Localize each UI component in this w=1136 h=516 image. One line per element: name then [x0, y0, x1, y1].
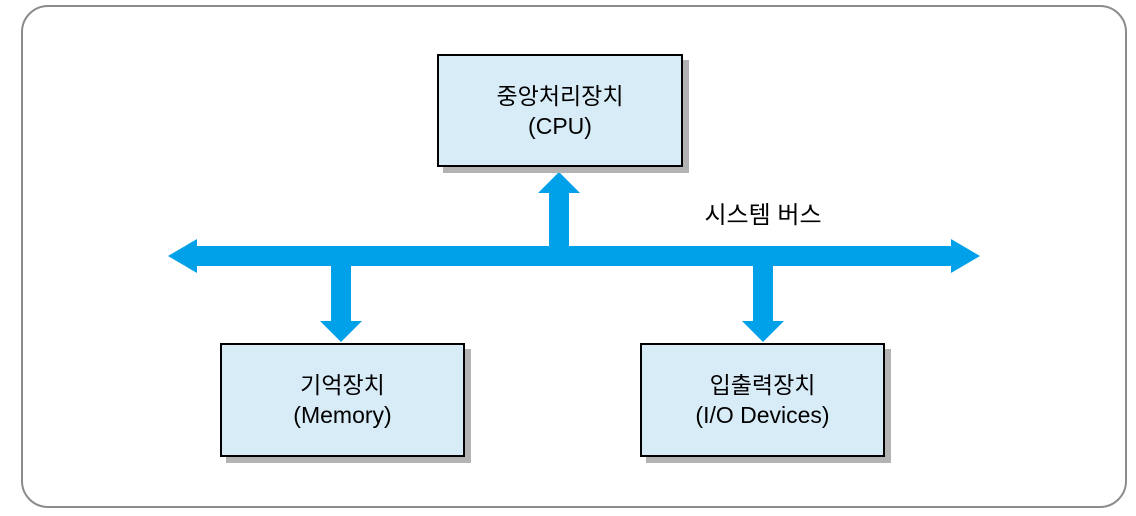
memory-connector-arrowhead — [320, 321, 362, 342]
memory-node-label: 기억장치 — [300, 372, 385, 398]
cpu-connector-stem — [549, 191, 569, 247]
bus-right-arrowhead — [951, 239, 980, 273]
io-node-sublabel: (I/O Devices) — [695, 402, 830, 428]
diagram-frame — [21, 5, 1127, 508]
io-connector-stem — [753, 265, 773, 322]
memory-connector-down-arrow — [320, 265, 362, 342]
io-connector-arrowhead — [742, 321, 784, 342]
io-node: 입출력장치 (I/O Devices) — [640, 343, 885, 457]
bus-horizontal-line — [196, 246, 952, 266]
memory-node-sublabel: (Memory) — [293, 402, 392, 428]
io-node-label: 입출력장치 — [709, 372, 816, 398]
cpu-node-label: 중앙처리장치 — [496, 82, 624, 109]
memory-node: 기억장치 (Memory) — [220, 343, 465, 457]
bus-left-arrowhead — [168, 239, 197, 273]
system-bus-label: 시스템 버스 — [704, 202, 822, 229]
cpu-node-sublabel: (CPU) — [528, 112, 592, 139]
io-connector-down-arrow — [742, 265, 784, 342]
cpu-connector-up-arrow — [538, 172, 580, 247]
cpu-node: 중앙처리장치 (CPU) — [437, 54, 683, 167]
memory-connector-stem — [331, 265, 351, 322]
cpu-connector-arrowhead — [538, 172, 580, 193]
